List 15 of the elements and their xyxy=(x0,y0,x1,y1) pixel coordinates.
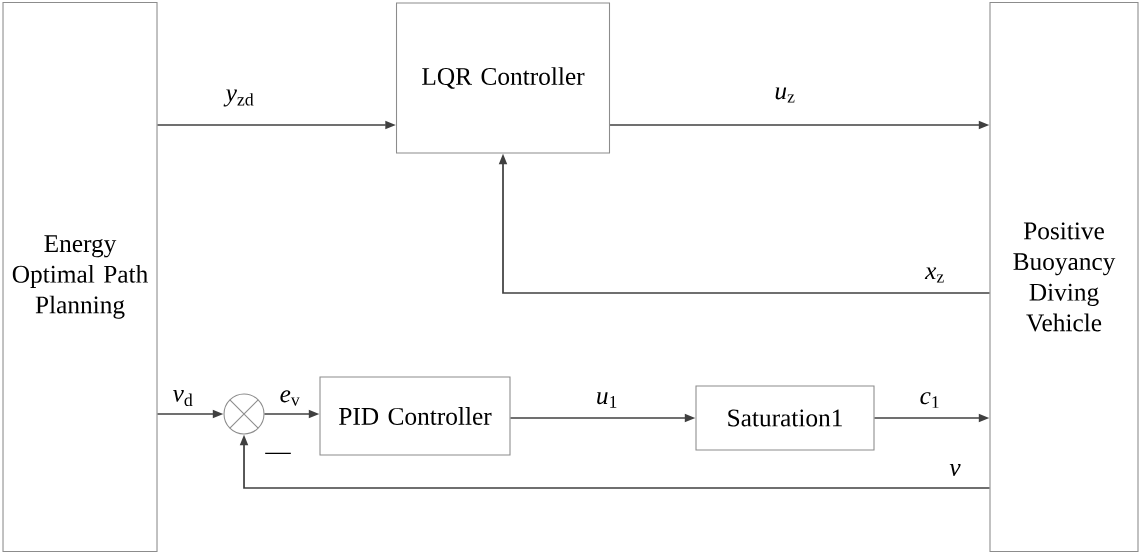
edge-label: u$_{z}$ xyxy=(775,87,795,103)
edge-label: v xyxy=(949,464,961,476)
process-box: LQR Controller xyxy=(395,2,611,154)
edge-label: x$_{z}$ xyxy=(924,267,944,283)
edge-label: e$_{v}$ xyxy=(280,390,300,406)
edge-label: v$_{d}$ xyxy=(173,389,193,407)
summing-junction xyxy=(223,393,265,435)
process-box: Saturation1 xyxy=(695,385,875,451)
edge-label: y$_{zd}$ xyxy=(223,89,254,107)
edge-label: u$_{1}$ xyxy=(597,392,617,408)
process-box: Energy Optimal Path Planning xyxy=(2,1,158,553)
process-box: Positive Buoyancy Diving Vehicle xyxy=(989,1,1139,553)
minus-sign: — xyxy=(265,452,291,454)
edge-label: c$_{1}$ xyxy=(920,392,939,408)
process-box: PID Controller xyxy=(319,376,511,456)
